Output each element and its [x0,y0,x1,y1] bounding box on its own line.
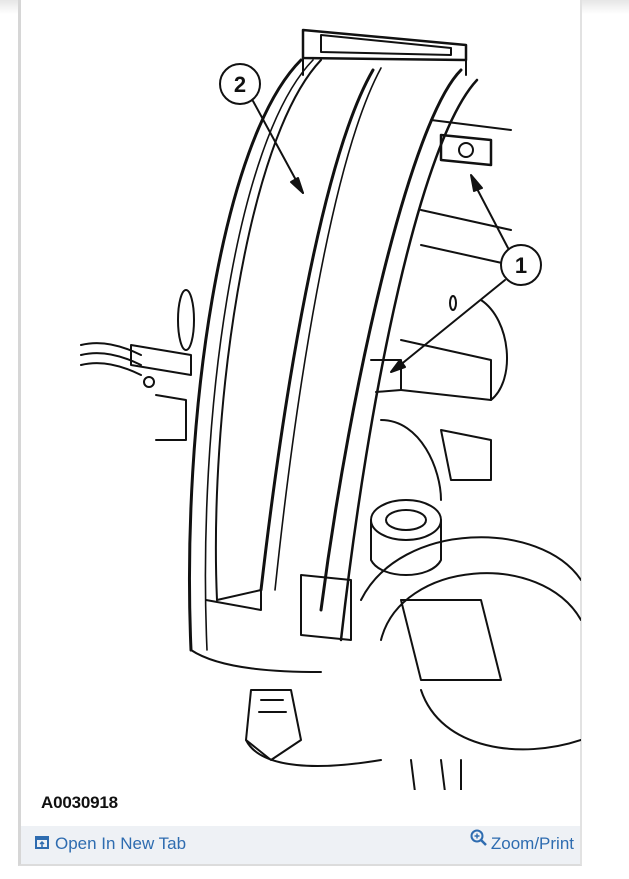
image-card: 2 1 A0030918 Open In New Tab Zoom/Print [18,0,582,866]
open-in-new-tab-label: Open In New Tab [55,834,187,853]
zoom-in-icon [470,829,488,852]
figure-id: A0030918 [41,793,118,812]
open-new-tab-icon [35,834,49,854]
technical-illustration: 2 1 [21,0,581,790]
image-toolbar: Open In New Tab Zoom/Print [21,826,580,864]
zoom-print-link[interactable]: Zoom/Print [470,829,574,854]
open-in-new-tab-link[interactable]: Open In New Tab [35,834,186,854]
zoom-print-label: Zoom/Print [490,834,574,853]
svg-text:2: 2 [234,72,246,97]
svg-text:1: 1 [515,253,527,278]
